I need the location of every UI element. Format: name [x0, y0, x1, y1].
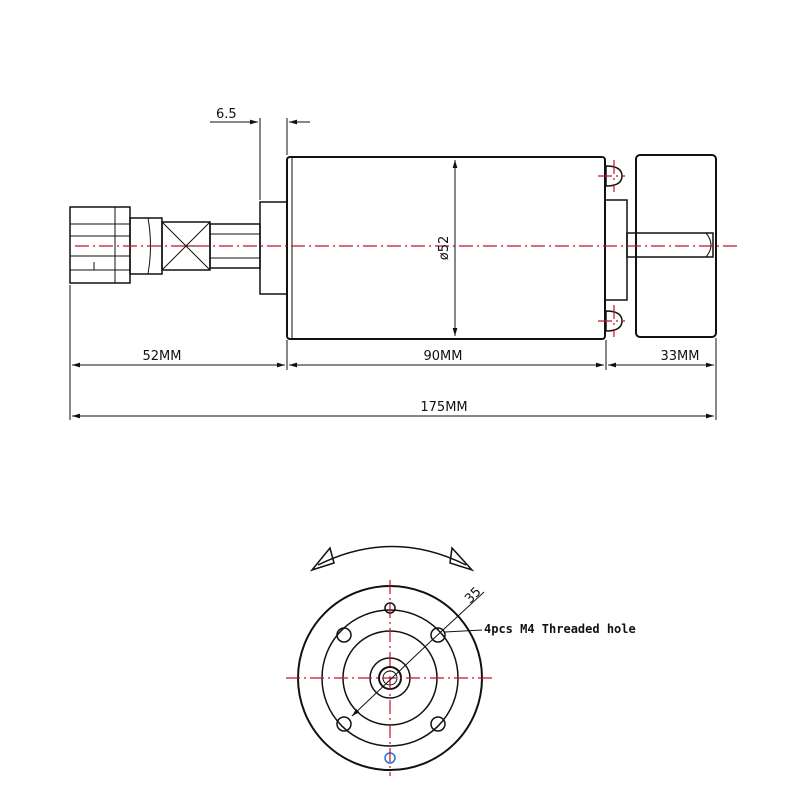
rear-flange [604, 199, 628, 301]
end-view: 35 4pcs M4 Threaded hole [286, 545, 636, 776]
hole-note: 4pcs M4 Threaded hole [484, 622, 636, 636]
front-flange [259, 201, 288, 295]
collet-nut [69, 206, 131, 284]
rotation-arrow [317, 545, 467, 566]
rear-shaft [626, 232, 714, 258]
shoulder-label: 6.5 [216, 107, 237, 122]
threaded-hole-top-left [336, 627, 352, 643]
bolt-circle-dimension [351, 591, 485, 717]
body-length-label: 90MM [424, 349, 463, 364]
bolt-circle-label: 35 [462, 585, 484, 607]
side-view: ø52 6.5 52MM 90MM 33MM [69, 107, 738, 420]
total-length-label: 175MM [420, 400, 467, 415]
rear-length-label: 33MM [661, 349, 700, 364]
threaded-hole-bottom-right [430, 716, 446, 732]
body-diameter-label: ø52 [437, 236, 452, 261]
threaded-hole-bottom-left [336, 716, 352, 732]
threaded-hole-top-right [430, 627, 446, 643]
shoulder-dimension [210, 118, 310, 200]
collet-length-label: 52MM [143, 349, 182, 364]
hole-note-leader [444, 629, 483, 633]
